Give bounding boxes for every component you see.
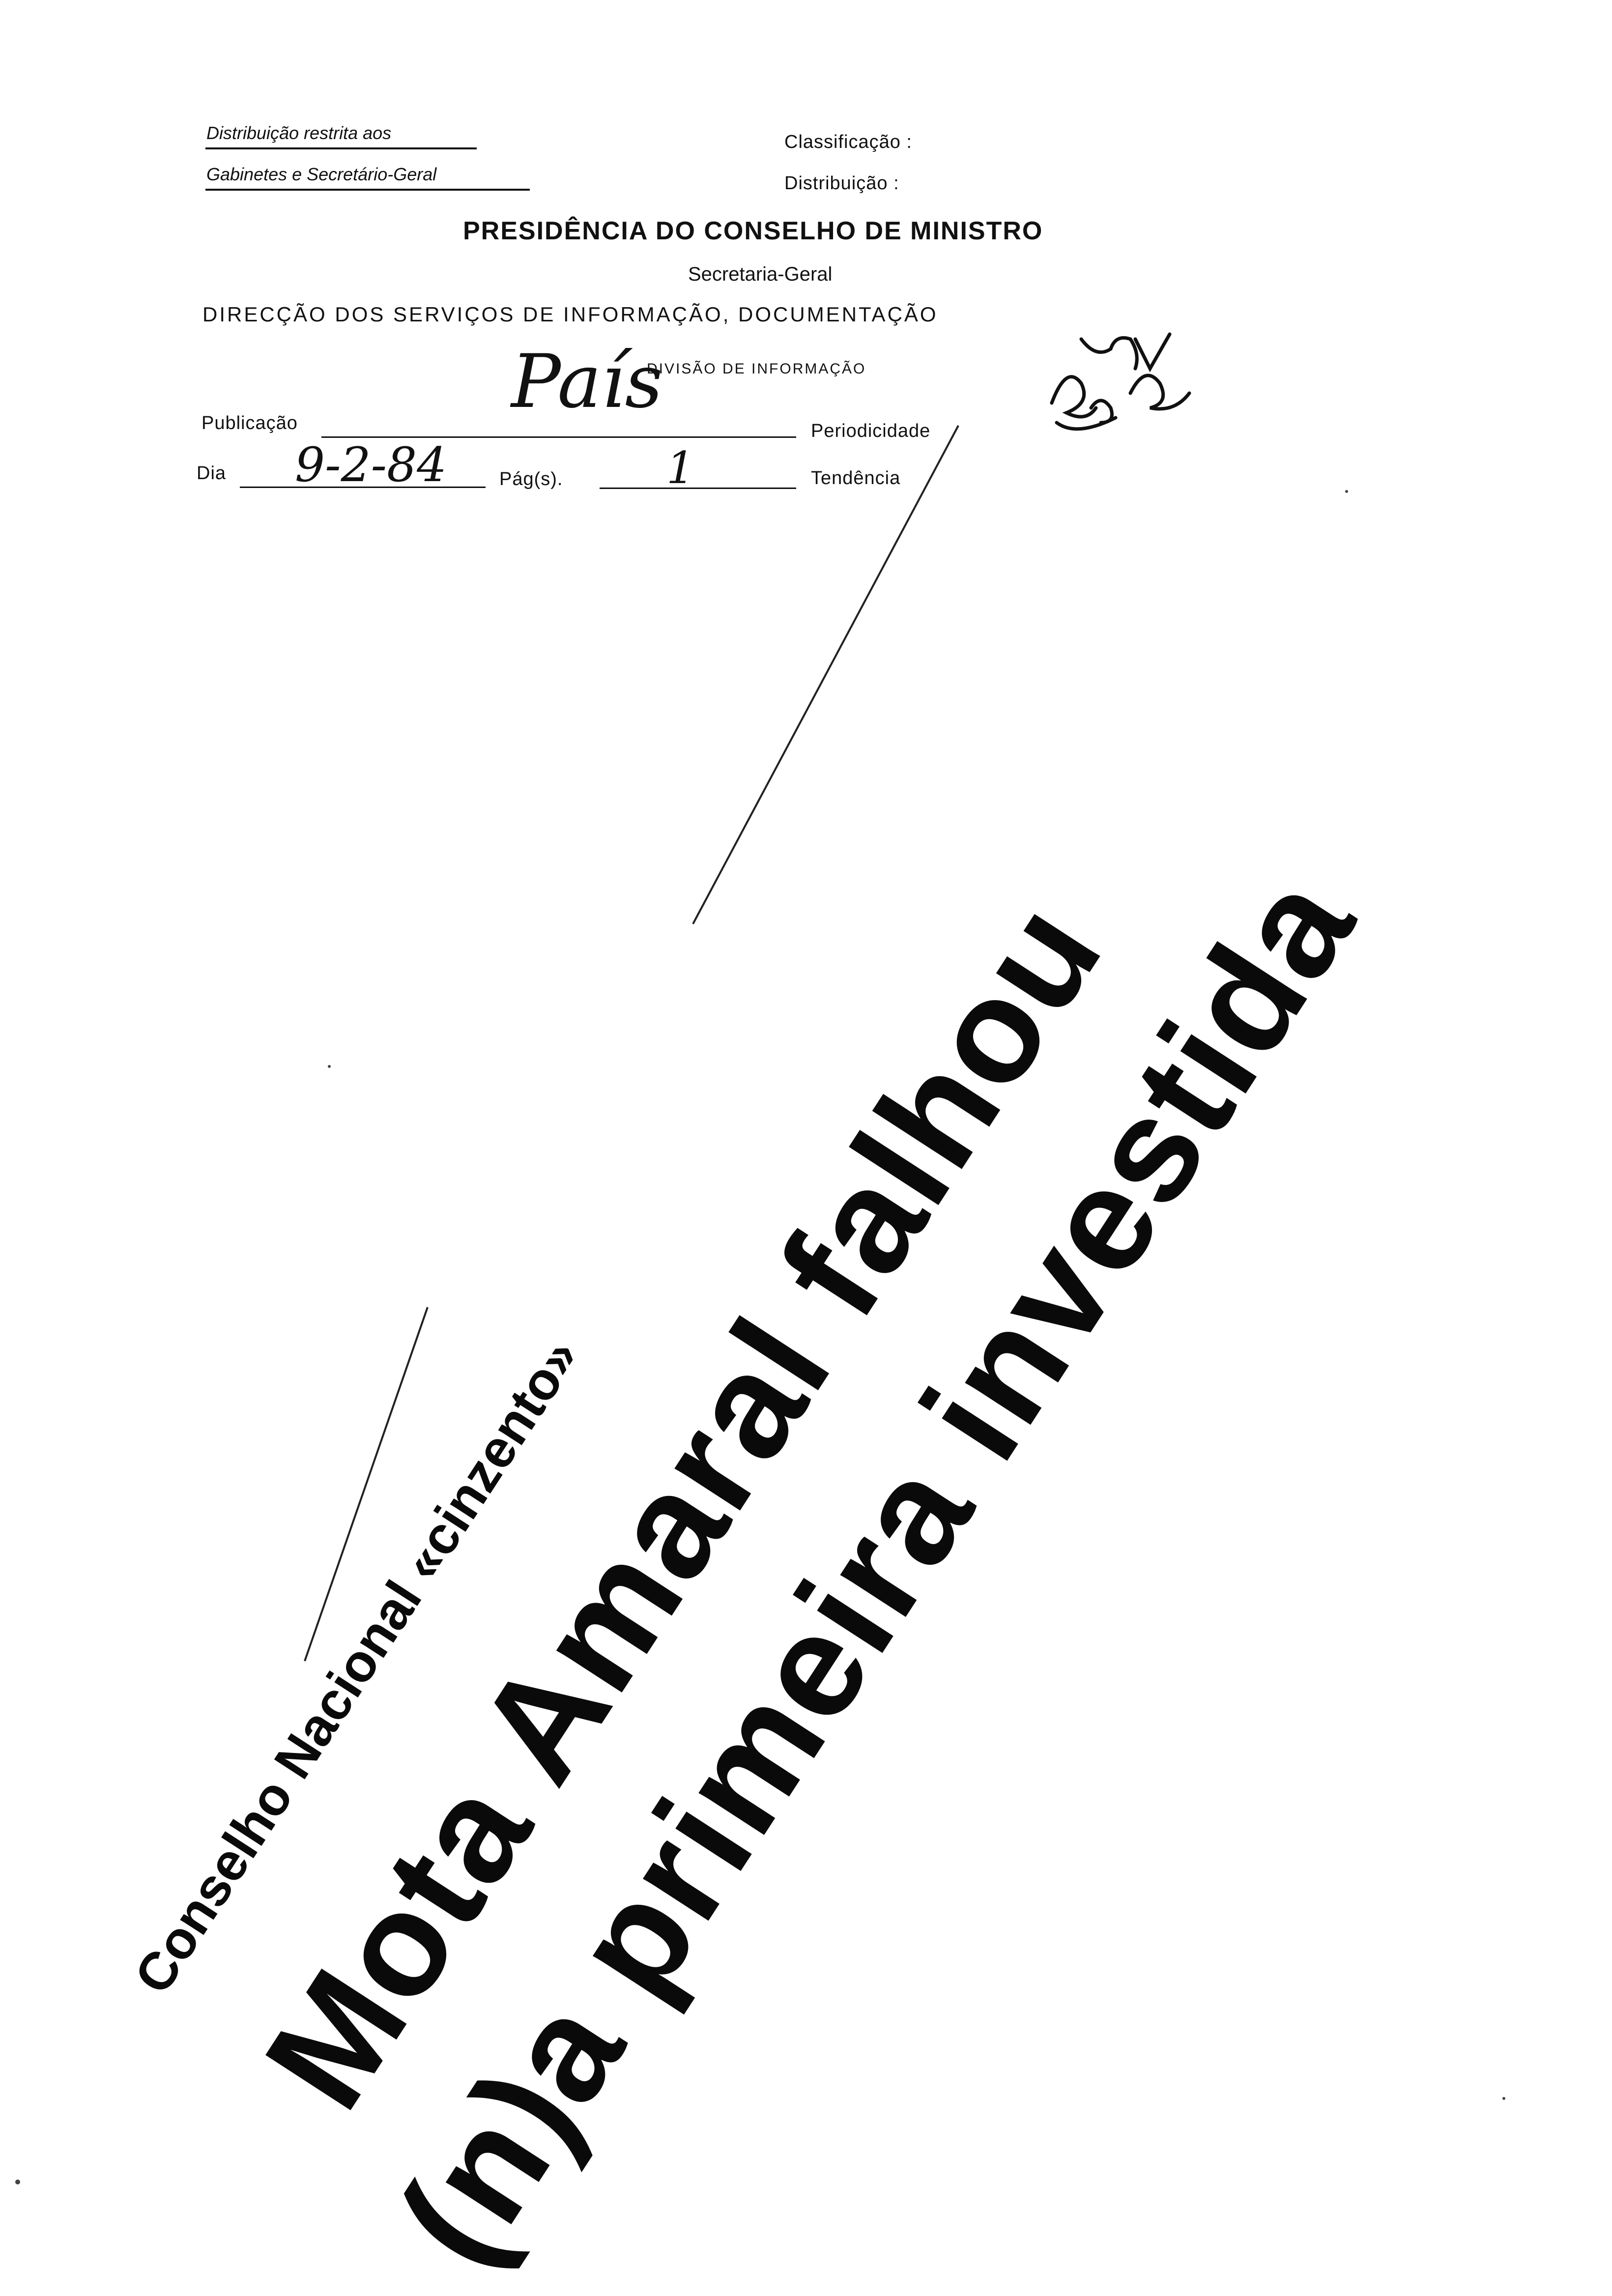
handwritten-initials — [1050, 332, 1191, 431]
division-name: DIVISÃO DE INFORMAÇÃO — [647, 361, 866, 377]
pags-label: Pág(s). — [499, 469, 563, 489]
pags-value: 1 — [666, 442, 695, 494]
restricted-underline-1 — [205, 147, 477, 149]
dia-label: Dia — [197, 463, 227, 484]
diagonal-line-upper — [692, 425, 959, 924]
diagonal-line-lower — [304, 1307, 429, 1662]
publicacao-label: Publicação — [202, 413, 298, 433]
restricted-underline-2 — [205, 189, 530, 191]
classificacao-label: Classificação : — [784, 132, 912, 152]
page-subtitle: Secretaria-Geral — [688, 263, 833, 285]
speck — [1502, 2097, 1505, 2100]
periodicidade-label: Periodicidade — [811, 421, 931, 441]
distribuicao-label: Distribuição : — [784, 173, 899, 194]
publicacao-value: País — [511, 339, 663, 425]
speck — [15, 2180, 20, 2184]
page-title: PRESIDÊNCIA DO CONSELHO DE MINISTRO — [463, 217, 1043, 245]
speck — [1345, 490, 1348, 493]
tendencia-label: Tendência — [811, 468, 901, 488]
speck — [328, 1065, 331, 1068]
pags-rule — [600, 488, 796, 489]
restricted-distribution-line1: Distribuição restrita aos — [206, 123, 392, 143]
restricted-distribution-line2: Gabinetes e Secretário-Geral — [206, 164, 437, 184]
publicacao-rule — [321, 436, 796, 438]
dia-rule — [240, 487, 486, 488]
department-name: DIRECÇÃO DOS SERVIÇOS DE INFORMAÇÃO, DOC… — [202, 303, 938, 326]
dia-value: 9-2-84 — [295, 437, 447, 492]
